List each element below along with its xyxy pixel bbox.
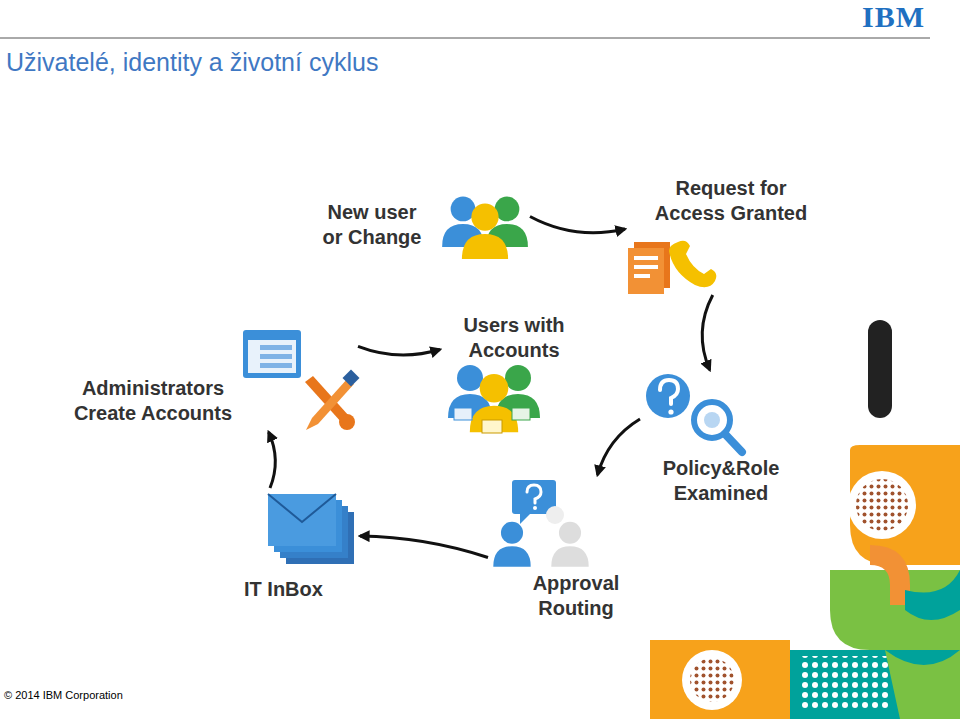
flow-arrow [530, 217, 625, 233]
people-icon [442, 197, 528, 260]
flow-arrow [269, 432, 276, 488]
step-label: IT InBox [244, 577, 323, 602]
lifecycle-step: Administrators Create Accounts [60, 325, 358, 432]
step-label: Request for Access Granted [647, 176, 815, 226]
lifecycle-step: Users with Accounts [440, 312, 582, 437]
document-phone-icon [628, 241, 716, 294]
step-label: Users with Accounts [452, 313, 576, 363]
flow-arrow [358, 346, 440, 355]
step-label: Policy&Role Examined [650, 456, 792, 506]
envelope-stack-icon [268, 494, 354, 564]
logo-text: IBM [862, 0, 925, 34]
lifecycle-step: New user or Change [318, 192, 530, 262]
admin-tools-icon [243, 330, 359, 430]
step-label: Administrators Create Accounts [60, 376, 246, 426]
lifecycle-step: Policy&Role Examined [640, 370, 795, 510]
flow-arrow [360, 536, 488, 558]
slide-title: Uživatelé, identity a životní cyklus [6, 48, 378, 77]
step-label: New user or Change [320, 200, 424, 250]
lifecycle-step: IT InBox [240, 488, 360, 608]
decoration [650, 320, 960, 719]
step-label: Approval Routing [520, 571, 632, 621]
lifecycle-step: Request for Access Granted [625, 175, 820, 295]
flow-arrow [598, 419, 641, 475]
people-accounts-icon [448, 365, 540, 433]
question-magnifier-icon [646, 374, 742, 452]
approval-icon [493, 480, 588, 567]
copyright-footer: © 2014 IBM Corporation [4, 689, 123, 701]
flow-arrow [702, 295, 713, 370]
header-rule [0, 38, 930, 39]
lifecycle-step: Approval Routing [488, 475, 634, 625]
